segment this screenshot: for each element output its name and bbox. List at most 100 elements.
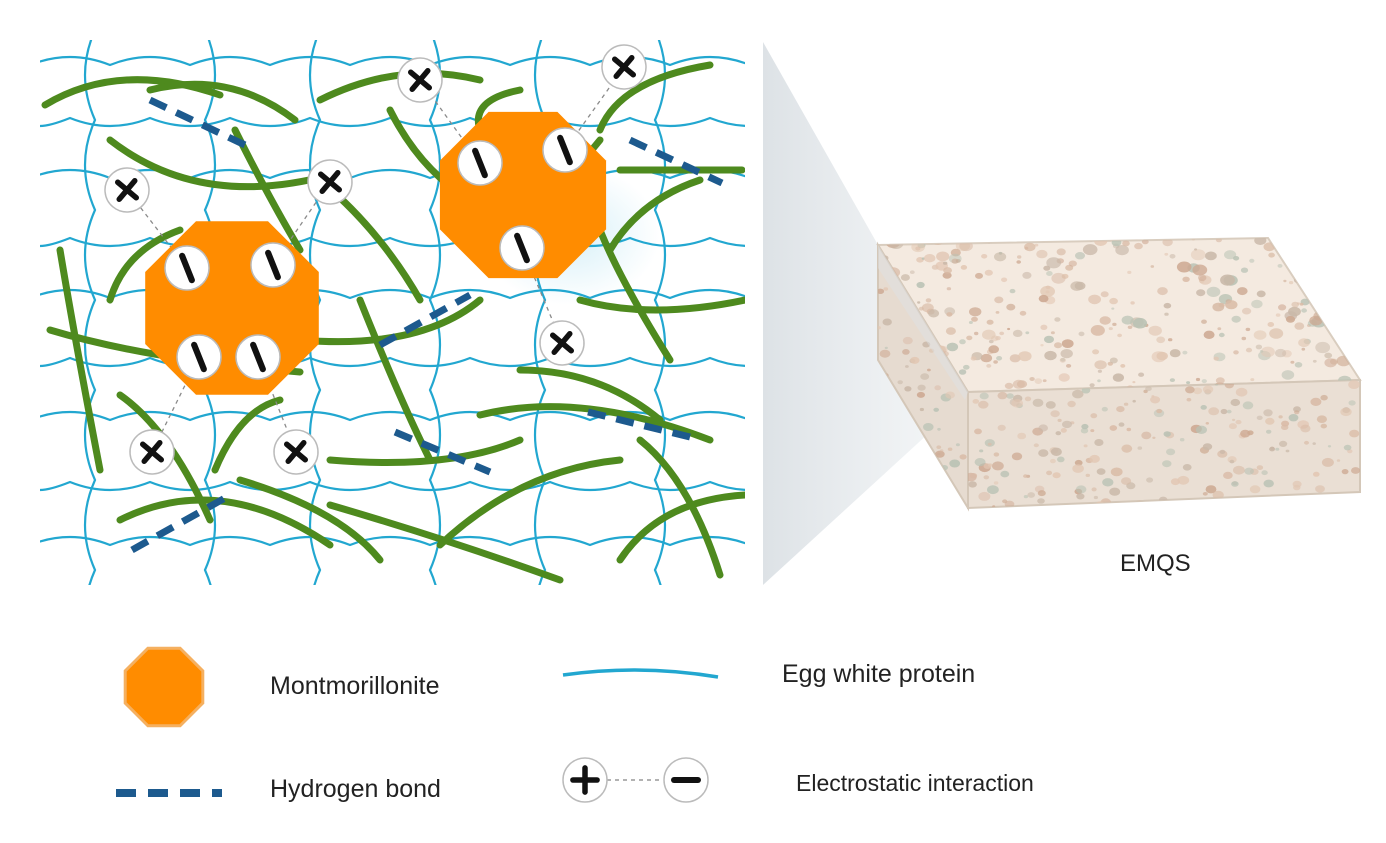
protein-chain bbox=[40, 410, 745, 422]
polymer-chain bbox=[616, 491, 745, 564]
sponge-pore bbox=[1312, 359, 1317, 363]
polymer-chain bbox=[106, 136, 334, 191]
sponge-pore bbox=[1082, 244, 1098, 256]
sponge-pore bbox=[974, 428, 982, 435]
sponge-pore bbox=[1201, 379, 1207, 384]
sponge-pore bbox=[1011, 399, 1023, 408]
sponge-pore bbox=[969, 307, 982, 317]
sponge-pore bbox=[1109, 425, 1118, 431]
sponge-pore bbox=[1235, 387, 1248, 397]
sponge-pore bbox=[1294, 410, 1300, 415]
sponge-pore bbox=[975, 272, 983, 279]
sponge-pore bbox=[900, 274, 910, 281]
polymer-chain bbox=[596, 226, 674, 364]
sponge-pore bbox=[925, 298, 932, 303]
legend-electrostatic-interaction-label: Electrostatic interaction bbox=[796, 770, 1034, 796]
sponge-pore bbox=[1196, 289, 1206, 297]
sponge-pore bbox=[970, 356, 977, 361]
sponge-pore bbox=[1328, 258, 1335, 264]
sponge-pore bbox=[1006, 393, 1014, 399]
sponge-pore bbox=[1297, 262, 1301, 265]
sponge-pore bbox=[1057, 456, 1065, 463]
sponge-pore bbox=[883, 287, 889, 291]
sponge-pore bbox=[1052, 472, 1061, 479]
sponge-pore bbox=[1288, 306, 1301, 317]
sponge-pore bbox=[1319, 261, 1325, 266]
sponge-pore bbox=[1198, 274, 1207, 281]
sponge-pore bbox=[1213, 356, 1219, 361]
sponge-pore bbox=[1226, 409, 1232, 414]
sponge-pore bbox=[986, 319, 994, 325]
sponge-pore bbox=[1121, 444, 1133, 453]
sponge-pore bbox=[1291, 301, 1299, 308]
sponge-pore bbox=[1288, 414, 1299, 422]
sponge-pore bbox=[1108, 327, 1113, 331]
sponge-pore bbox=[1004, 500, 1015, 508]
sponge-pore bbox=[1072, 389, 1084, 399]
sponge-pore bbox=[1256, 415, 1263, 420]
sponge-pore bbox=[1036, 249, 1048, 259]
sponge-pore bbox=[1292, 480, 1302, 488]
sponge-pore bbox=[1101, 406, 1108, 412]
sponge-pore bbox=[949, 459, 961, 468]
sponge-pore bbox=[1163, 431, 1171, 437]
sponge-pore bbox=[1231, 315, 1241, 323]
polymer-chain bbox=[56, 246, 104, 474]
sponge-pore bbox=[1091, 487, 1097, 492]
sponge-pore bbox=[1092, 349, 1100, 355]
sponge-pore bbox=[1347, 238, 1353, 241]
sponge-pore bbox=[1205, 485, 1217, 494]
sponge-pore bbox=[1169, 253, 1176, 259]
sponge-pore bbox=[1000, 470, 1010, 478]
sponge-pore bbox=[1164, 505, 1171, 508]
sponge-pore bbox=[968, 321, 973, 324]
sponge-pore bbox=[1130, 301, 1135, 305]
sponge-pore bbox=[997, 424, 1006, 431]
sponge-pore bbox=[1025, 331, 1030, 335]
sponge-pore bbox=[1127, 325, 1133, 329]
charge-markers bbox=[104, 44, 647, 475]
sponge-pore bbox=[878, 288, 885, 294]
sponge-pore bbox=[1267, 322, 1275, 327]
sponge-pore bbox=[978, 400, 989, 409]
sponge-pore bbox=[1038, 424, 1048, 432]
sponge-pore bbox=[1219, 449, 1226, 454]
sponge-pore bbox=[1349, 429, 1360, 438]
sponge-pore bbox=[1050, 410, 1060, 418]
polymer-network bbox=[40, 40, 745, 585]
sponge-pore bbox=[943, 267, 952, 274]
sponge-pore bbox=[1320, 394, 1328, 401]
sponge-pore bbox=[923, 423, 934, 431]
sponge-pore bbox=[924, 254, 936, 263]
sponge-pore bbox=[1268, 252, 1275, 258]
sponge-pore bbox=[951, 258, 959, 264]
sponge-pore bbox=[1011, 452, 1023, 461]
sponge-pore bbox=[1017, 432, 1027, 440]
positive-charge-icon bbox=[601, 44, 647, 90]
sponge-pore bbox=[936, 445, 942, 450]
sponge-pore bbox=[910, 356, 920, 364]
sponge-pore bbox=[1341, 469, 1349, 475]
sponge-pore bbox=[1205, 422, 1210, 425]
sponge-pore bbox=[1249, 258, 1255, 263]
hydrogen-bond bbox=[148, 96, 247, 149]
protein-chain bbox=[40, 480, 745, 492]
sponge-pore bbox=[1217, 327, 1222, 331]
positive-charge-icon bbox=[273, 429, 319, 475]
sponge-pore bbox=[1275, 447, 1280, 451]
negative-charge-icon bbox=[457, 140, 503, 186]
sponge-pore bbox=[920, 373, 930, 380]
sponge-pore bbox=[1112, 373, 1124, 382]
sponge-pore bbox=[993, 452, 1000, 457]
sponge-pore bbox=[1223, 471, 1233, 479]
sponge-pore bbox=[1229, 459, 1235, 464]
sponge-pore bbox=[1278, 415, 1283, 419]
sponge-pore bbox=[968, 481, 977, 488]
sponge-pore bbox=[1162, 238, 1173, 247]
sponge-pore bbox=[1177, 475, 1190, 485]
sponge-pore bbox=[1249, 485, 1261, 494]
sponge-pore bbox=[1263, 242, 1276, 252]
sponge-pore bbox=[1245, 327, 1251, 332]
sponge-pore bbox=[940, 449, 944, 452]
sponge-pore bbox=[1111, 307, 1115, 310]
